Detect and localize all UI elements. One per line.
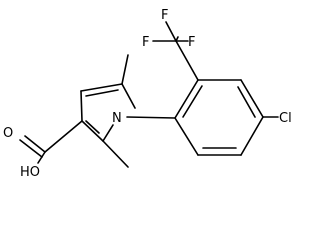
- bond-c3-c4: [80, 90, 83, 122]
- bond-cf3-f3-stub: [175, 36, 179, 42]
- bond-n1-aryl: [126, 116, 176, 119]
- bond-ar3-ar4-inner: [237, 86, 256, 118]
- bond-ar2-cf3: [175, 40, 199, 81]
- atom-f3: F: [161, 8, 168, 23]
- bond-c4-c5: [80, 83, 123, 92]
- bond-c4-c5-inner: [85, 89, 119, 97]
- atom-f2: F: [142, 35, 149, 50]
- bond-c2-c3: [81, 120, 104, 142]
- bond-c2-c3-inner: [85, 120, 100, 134]
- bond-carboxyl-o-double-a: [24, 135, 46, 153]
- atom-oh: HO: [20, 165, 40, 180]
- bond-carboxyl-o-double-b: [19, 139, 43, 158]
- bond-cf3-f3: [165, 21, 177, 42]
- molecule-structure-diagram: N Cl HO O F F F: [3, 8, 292, 180]
- bond-c3-carboxyl: [44, 120, 83, 153]
- bond-n1-c2: [102, 124, 114, 142]
- bond-ar1-ar2: [174, 79, 199, 119]
- bond-c5-methyl: [121, 54, 129, 85]
- bond-ar3-ar4: [240, 79, 264, 118]
- bond-ar4-ar5: [240, 116, 264, 156]
- bond-ar6-ar1: [174, 117, 199, 156]
- atom-cl: Cl: [279, 111, 292, 126]
- atom-o-carbonyl: O: [3, 126, 13, 141]
- atom-f1: F: [188, 35, 195, 50]
- bond-c2-methyl: [102, 140, 129, 168]
- bond-ar1-ar2-inner: [182, 85, 203, 118]
- bond-c5-n1: [121, 83, 136, 109]
- atom-n1: N: [112, 111, 122, 126]
